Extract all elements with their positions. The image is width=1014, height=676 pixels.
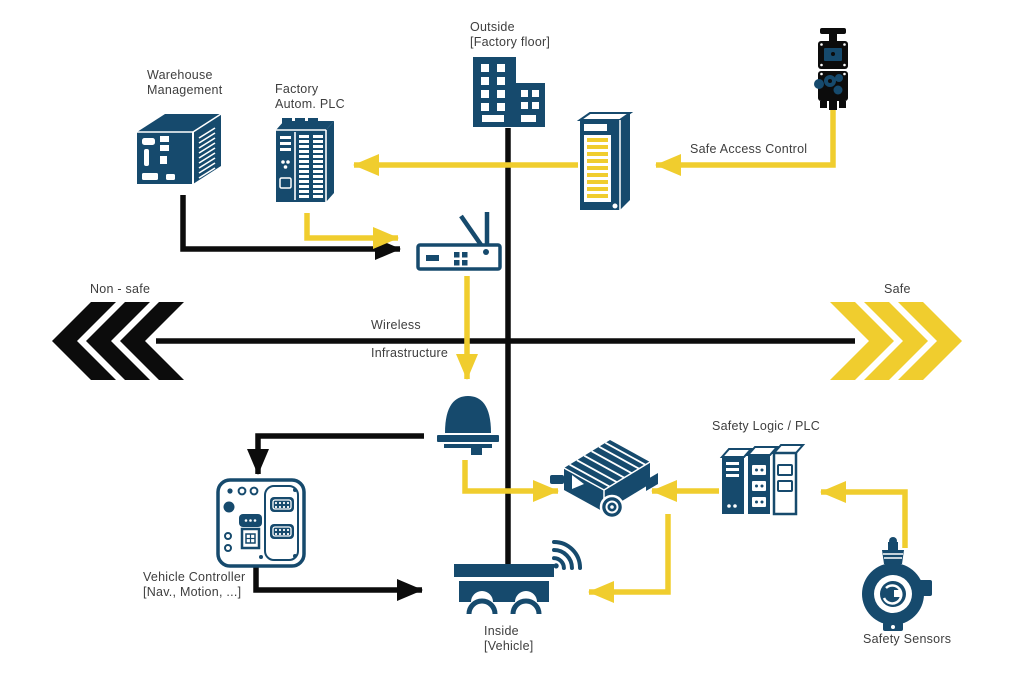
sensors-to-safety-plc-line <box>820 481 908 548</box>
inside-vehicle-label: Inside [Vehicle] <box>484 624 534 653</box>
non-safe-zone-label: Non - safe <box>90 282 151 296</box>
wifi-router-icon <box>416 212 502 271</box>
safe-access-control-label: Safe Access Control <box>690 142 808 156</box>
agv-cart-icon <box>454 564 554 615</box>
outside-factory-label: Outside [Factory floor] <box>470 20 551 49</box>
vehicle-controller-label: Vehicle Controller [Nav., Motion, ...] <box>143 570 246 599</box>
plc-module-icon <box>276 118 334 202</box>
controller-to-vehicle-line <box>253 566 423 601</box>
warehouse-to-router-line <box>180 195 401 260</box>
warehouse-management-label: Warehouse Management <box>147 68 223 97</box>
drive-unit-icon <box>550 440 658 520</box>
factory-plc-label: Factory Autom. PLC <box>275 82 345 111</box>
safe-zone-label: Safe <box>884 282 911 296</box>
factory-plc-to-router-line <box>304 213 399 249</box>
wireless-infrastructure-label-line1: Wireless <box>371 318 421 332</box>
controller-board-icon <box>216 478 306 568</box>
drive-to-vehicle-line <box>588 514 671 603</box>
industrial-pc-icon <box>137 113 222 184</box>
wireless-infrastructure-label-line2: Infrastructure <box>371 346 449 360</box>
factory-building-icon <box>473 57 545 127</box>
antenna-dome-icon <box>437 396 499 455</box>
safe-chevrons <box>830 302 962 380</box>
access-control-to-switch-line <box>655 108 836 176</box>
non-safe-chevrons <box>52 302 184 380</box>
antenna-to-drive-line <box>462 460 559 502</box>
safety-sensors-label: Safety Sensors <box>863 632 952 646</box>
safety-relay-icon <box>719 444 806 516</box>
door-interlock-icon <box>814 28 848 110</box>
antenna-to-controller-line <box>247 433 424 475</box>
wifi-signal-icon <box>552 539 583 570</box>
encoder-sensor-icon <box>862 537 932 631</box>
safety-logic-plc-label: Safety Logic / PLC <box>712 419 821 433</box>
safety-network-switch-icon <box>576 112 634 210</box>
